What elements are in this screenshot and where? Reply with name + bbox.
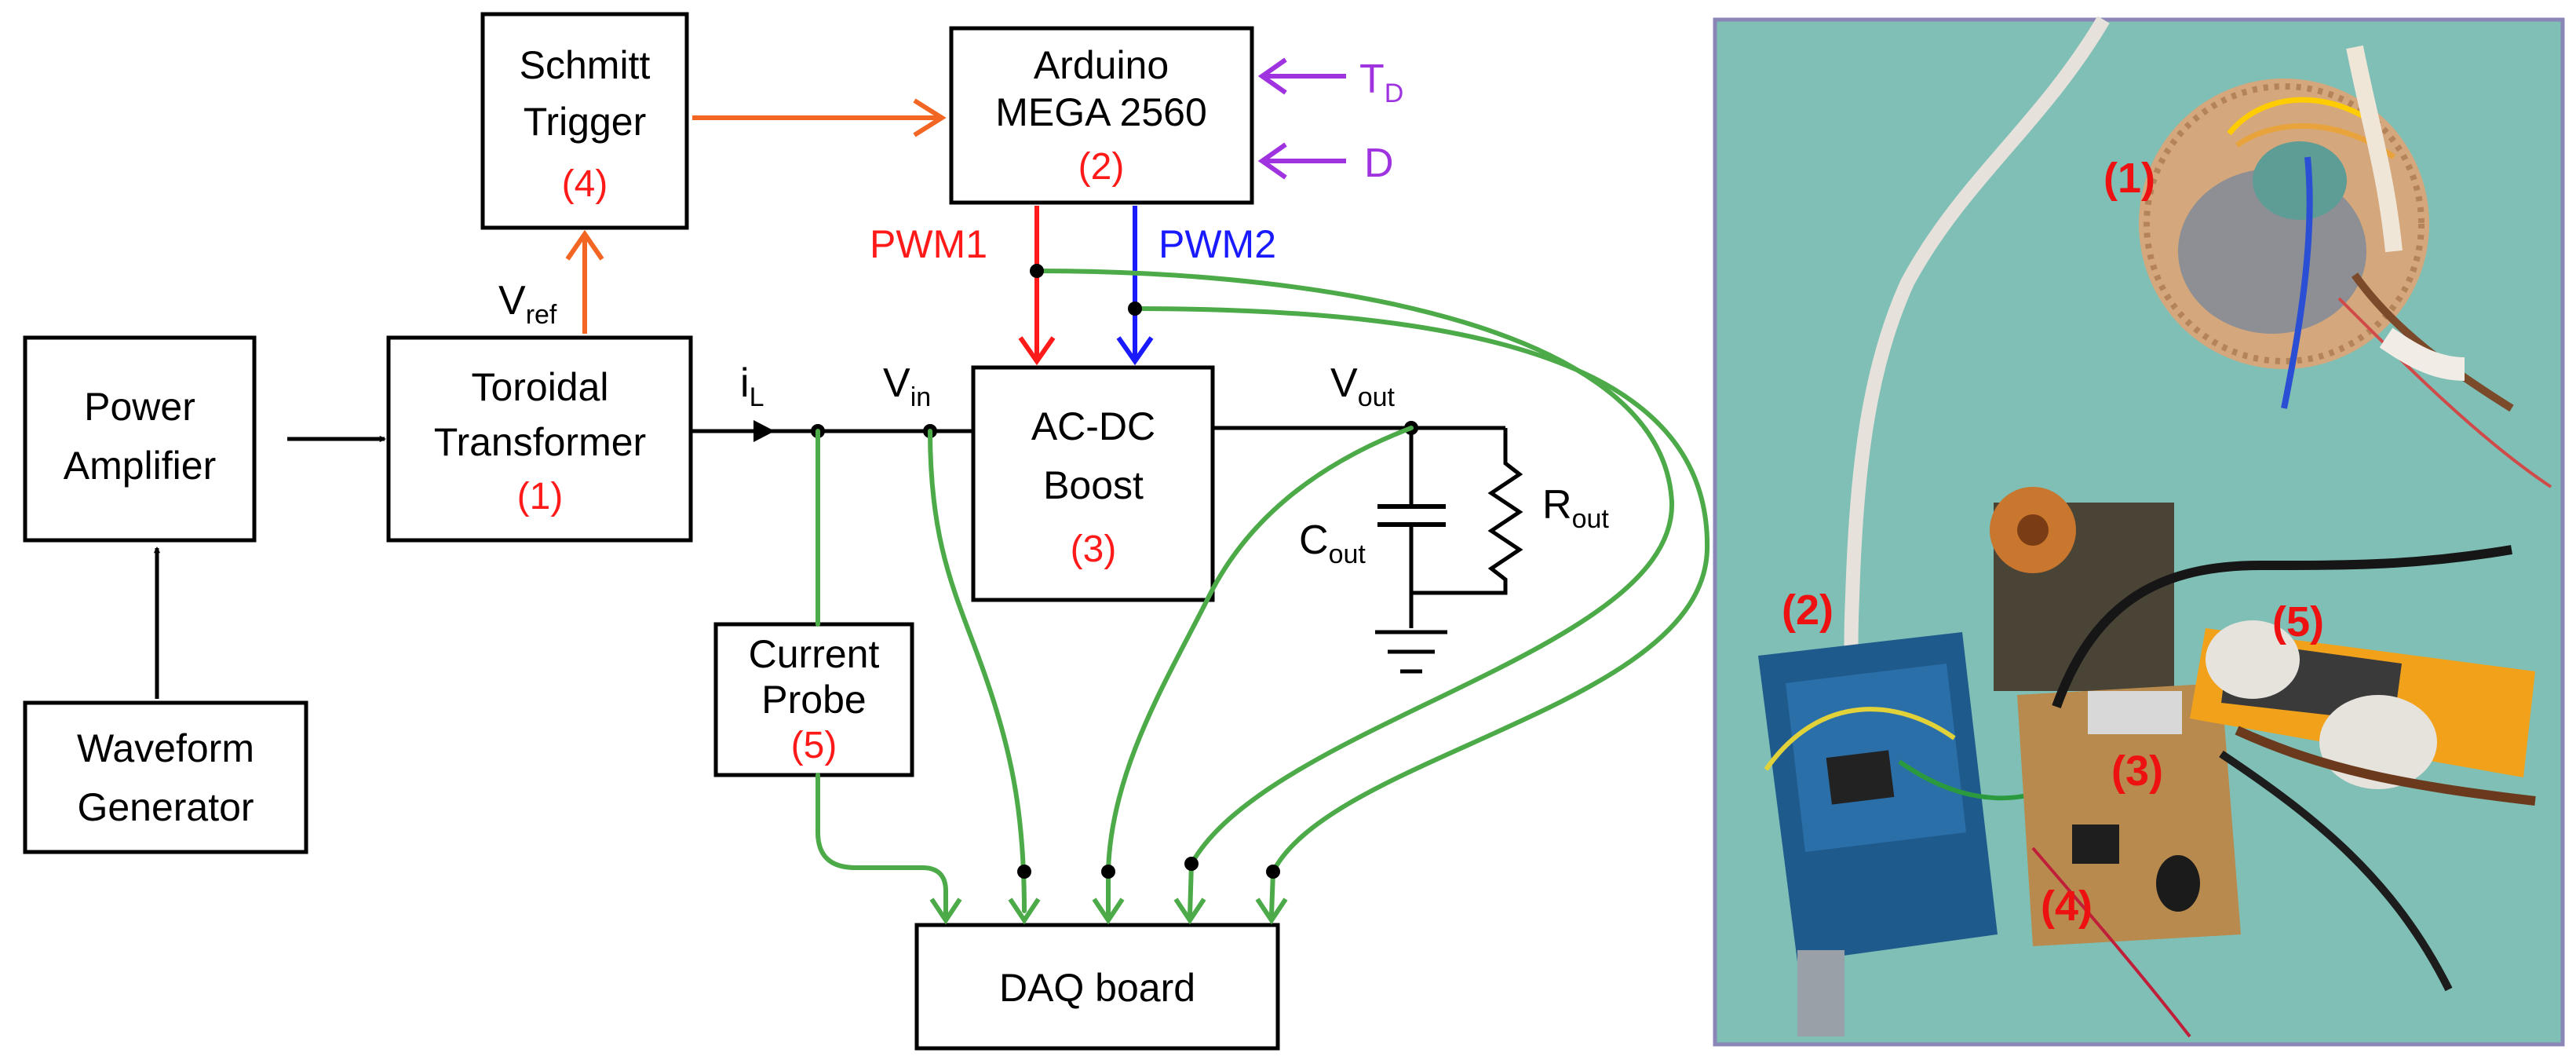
- boost-number: (3): [1071, 528, 1117, 570]
- vout-to-daq-wire: [1106, 426, 1414, 917]
- vout-label: Vout: [1330, 360, 1396, 412]
- probe-to-daq-wire: [815, 773, 948, 917]
- daq-dot-vin: [1017, 865, 1031, 879]
- td-label: TD: [1359, 57, 1403, 108]
- current-probe-line2: Probe: [761, 678, 866, 722]
- il-label: iL: [740, 360, 764, 412]
- toroidal-transformer-line2: Transformer: [434, 420, 646, 464]
- daq-dot-pwm2: [1266, 865, 1280, 879]
- td-arrow-head: [1257, 57, 1287, 95]
- daq-board-block: DAQ board: [914, 923, 1280, 1051]
- current-probe-block: Current Probe (5): [713, 622, 914, 777]
- pwm1-arrow-head: [1018, 336, 1056, 366]
- pwm1-signal: [1018, 206, 1056, 366]
- waveform-generator-line2: Generator: [77, 785, 254, 829]
- power-amplifier-block: Power Amplifier: [23, 335, 257, 543]
- pwm2-tap-dot: [1128, 302, 1142, 316]
- rout-label: Rout: [1542, 482, 1609, 534]
- daq-arrow-heads: [929, 898, 1288, 925]
- waveform-generator-line1: Waveform: [77, 726, 254, 770]
- current-probe-number: (5): [791, 725, 837, 766]
- current-probe-photo: [2190, 620, 2536, 992]
- pwm1-label: PWM1: [870, 222, 987, 266]
- photo-callout-4: (4): [2041, 883, 2093, 930]
- arduino-number: (2): [1078, 146, 1125, 188]
- toroidal-transformer-line1: Toroidal: [471, 365, 608, 409]
- arduino-line1: Arduino: [1034, 43, 1169, 87]
- current-probe-line1: Current: [749, 632, 880, 676]
- vref-arrow-head: [565, 229, 604, 261]
- resistor-zigzag: [1487, 428, 1523, 593]
- toroidal-transformer-photo: [2139, 45, 2552, 488]
- il-current-arrow: [753, 420, 775, 442]
- daq-dot-vout: [1101, 865, 1115, 879]
- green-wire-dots: [1017, 264, 1280, 879]
- photo-callout-1: (1): [2103, 155, 2155, 202]
- waveform-generator-block: Waveform Generator: [23, 700, 308, 854]
- schmitt-trigger-block: Schmitt Trigger (4): [480, 12, 689, 230]
- vin-label: Vin: [883, 360, 931, 412]
- trigger-to-arduino-head: [913, 98, 947, 137]
- schmitt-trigger-line1: Schmitt: [520, 43, 651, 87]
- pwm2-to-daq-wire: [1133, 306, 1710, 917]
- cout-label: Cout: [1299, 517, 1366, 569]
- vin-to-daq-wire: [928, 429, 1027, 913]
- pwm2-label: PWM2: [1158, 222, 1276, 266]
- toroidal-transformer-block: Toroidal Transformer (1): [386, 335, 693, 543]
- orange-signals: [565, 98, 947, 334]
- photo-callout-5: (5): [2272, 598, 2324, 645]
- d-label: D: [1364, 141, 1394, 186]
- power-amplifier-line2: Amplifier: [64, 444, 216, 488]
- vref-label: Vref: [498, 278, 557, 330]
- resistor-return: [1411, 580, 1508, 595]
- arduino-board-photo: [1758, 632, 2089, 1037]
- toroidal-transformer-number: (1): [517, 476, 564, 517]
- photo-callout-3: (3): [2111, 748, 2163, 795]
- pwm2-signal: [1116, 206, 1154, 366]
- boost-line1: AC-DC: [1031, 404, 1155, 448]
- schmitt-trigger-line2: Trigger: [524, 100, 647, 144]
- power-amplifier-line1: Power: [84, 385, 195, 429]
- daq-board-label: DAQ board: [999, 966, 1195, 1010]
- usb-connector: [1797, 950, 1844, 1037]
- purple-inputs: [1257, 57, 1346, 180]
- d-arrow-head: [1257, 142, 1287, 180]
- green-measurement-wires: [815, 269, 1710, 917]
- photo-callout-2: (2): [1782, 587, 1833, 634]
- boost-block: AC-DC Boost (3): [971, 365, 1215, 602]
- arduino-block: Arduino MEGA 2560 (2): [949, 26, 1254, 205]
- daq-dot-pwm1: [1184, 857, 1199, 871]
- pwm2-arrow-head: [1116, 336, 1154, 366]
- pwm1-to-daq-wire: [1034, 269, 1675, 917]
- pwm1-tap-dot: [1030, 264, 1044, 278]
- boost-line2: Boost: [1043, 463, 1144, 507]
- hardware-photo: (1) (2) (3) (4) (5): [1713, 16, 2565, 1047]
- boost-circuit-photo: [1990, 487, 2512, 1038]
- schmitt-trigger-number: (4): [562, 163, 608, 205]
- arduino-line2: MEGA 2560: [995, 90, 1207, 134]
